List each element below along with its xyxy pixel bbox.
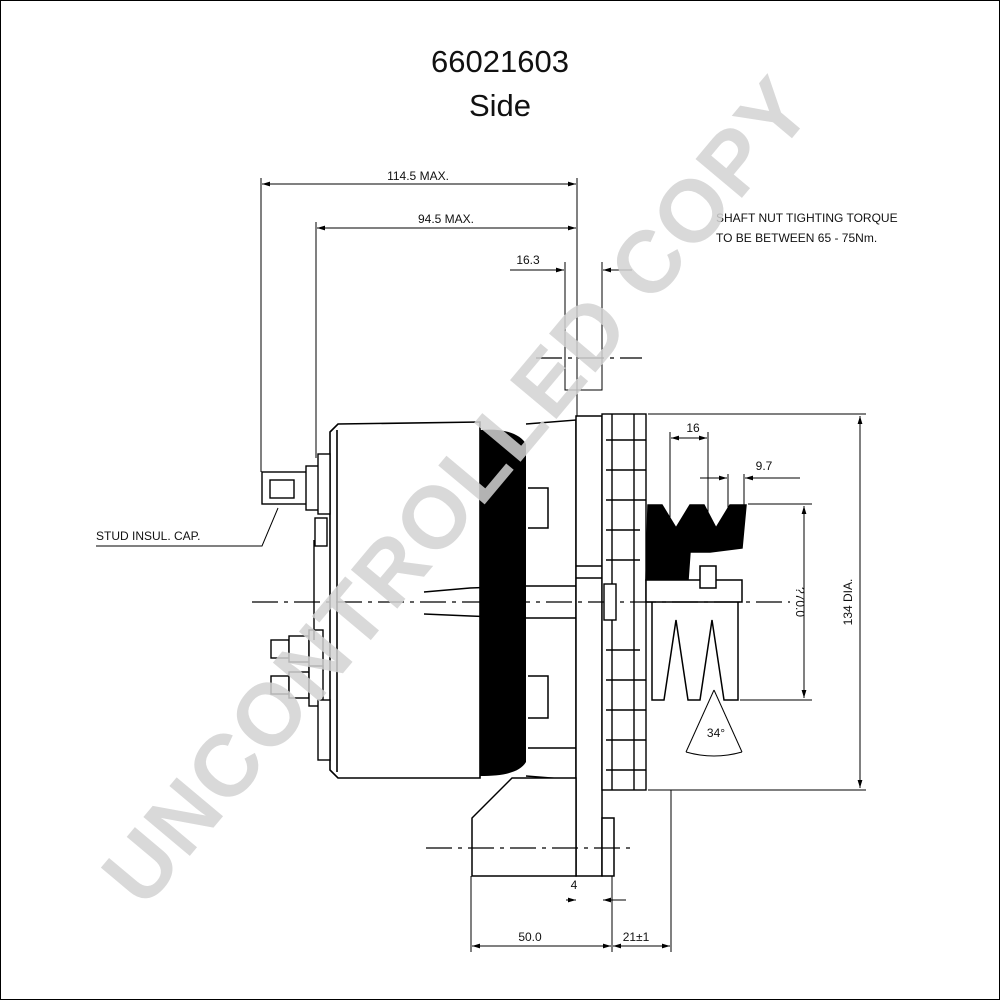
dim-pulley-offset: 21±1 [623, 930, 650, 944]
torque-note-line1: SHAFT NUT TIGHTING TORQUE [716, 211, 898, 225]
dim-mount-length: 50.0 [518, 930, 542, 944]
dim-groove-width: 9.7 [756, 459, 773, 473]
dim-body-max: 94.5 MAX. [418, 212, 474, 226]
alternator-body [329, 421, 481, 779]
dim-mount-offset: 4 [571, 878, 578, 892]
view-title: Side [468, 88, 532, 123]
dim-overall-max: 114.5 MAX. [387, 169, 449, 183]
rear-terminals [261, 453, 331, 761]
uncontrolled-copy-watermark: UNCONTROLLED COPY [83, 58, 831, 923]
dim-pulley-dia: ?70.0 [793, 587, 807, 617]
dim-flange-gap: 16.3 [516, 253, 540, 267]
dim-groove-pitch: 16 [686, 421, 700, 435]
mounting-flange [575, 415, 603, 877]
dimension-lines [96, 178, 866, 952]
shaft [423, 583, 617, 621]
part-number-title: 66021603 [431, 44, 569, 79]
mounting-foot [471, 777, 615, 877]
stud-cap-label: STUD INSUL. CAP. [96, 529, 200, 543]
stator-band [480, 429, 526, 776]
center-lines [252, 357, 790, 849]
torque-note-line2: TO BE BETWEEN 65 - 75Nm. [716, 231, 877, 245]
dim-outer-dia: 134 DIA. [841, 579, 855, 626]
dim-groove-angle: 34° [707, 726, 725, 740]
